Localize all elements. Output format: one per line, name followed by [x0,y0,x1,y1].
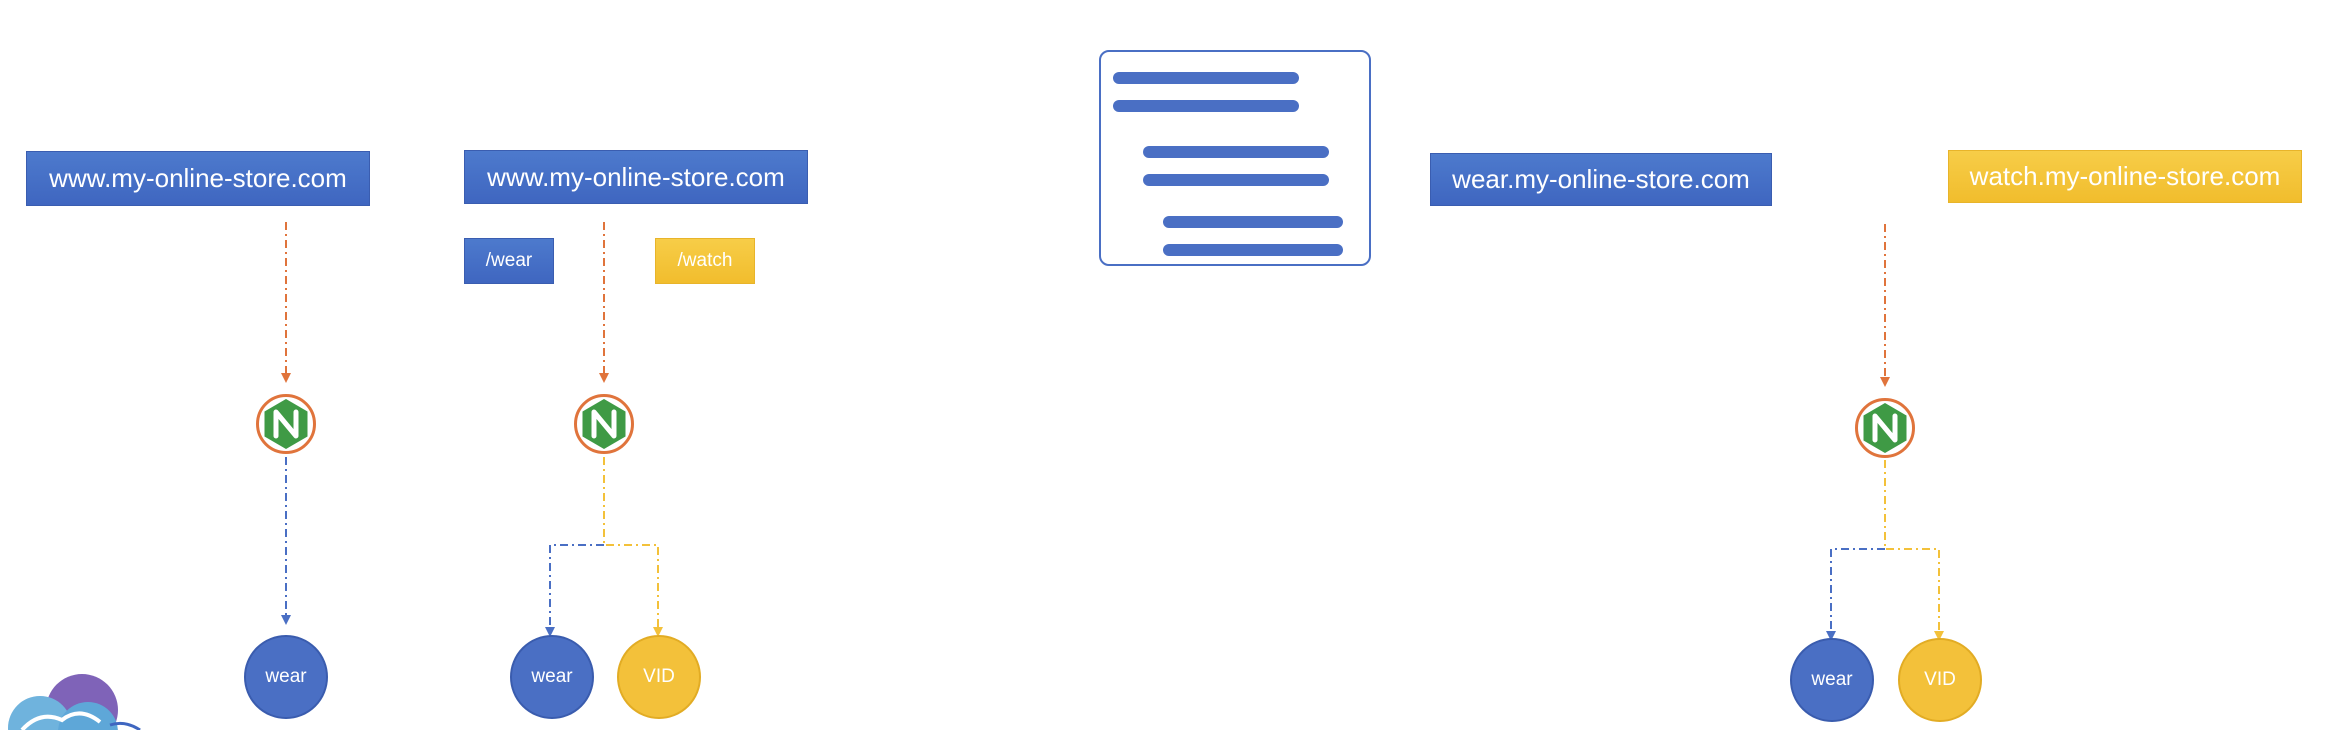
nginx-icon [256,394,316,454]
branch-yellow-2 [603,457,663,637]
path-label-wear: /wear [464,238,554,284]
text-line [1143,146,1329,158]
branch-yellow-3 [1884,460,1944,641]
text-line [1113,100,1299,112]
path-label-watch: /watch [655,238,755,284]
service-node-wear: wear [244,635,328,719]
service-node-vid: VID [1898,638,1982,722]
text-line [1113,72,1299,84]
text-document-icon [1099,50,1371,266]
service-node-vid: VID [617,635,701,719]
service-node-wear: wear [1790,638,1874,722]
domain-box-www-paths: www.my-online-store.com [464,150,808,204]
branch-blue-2 [545,544,604,637]
branch-blue-3 [1826,548,1885,641]
nginx-icon [574,394,634,454]
domain-box-watch-subdomain: watch.my-online-store.com [1948,150,2302,203]
text-line [1163,244,1343,256]
domain-box-wear-subdomain: wear.my-online-store.com [1430,153,1772,206]
text-line [1143,174,1329,186]
text-line [1163,216,1343,228]
nginx-icon [1855,398,1915,458]
domain-box-www: www.my-online-store.com [26,151,370,206]
cloud-logo-icon [8,674,141,730]
service-node-wear: wear [510,635,594,719]
